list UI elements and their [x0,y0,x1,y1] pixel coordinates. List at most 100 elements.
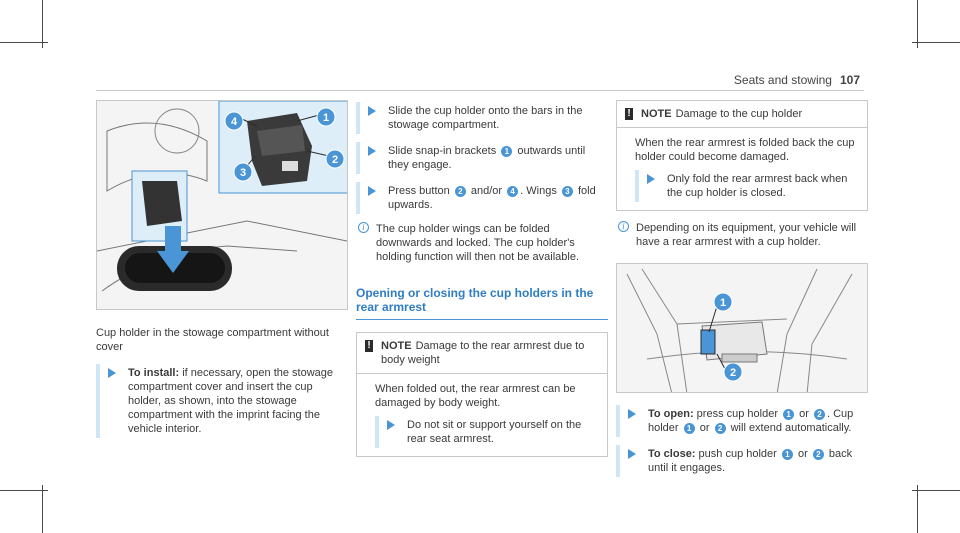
notice-body: When the rear armrest is folded back the… [617,128,867,210]
step-arrow-icon [647,174,655,184]
column-middle: Slide the cup holder onto the bars in th… [356,100,608,457]
section-rule [356,319,608,320]
callout-number: 2 [812,449,824,460]
callout-1: 1 [316,107,336,127]
column-left: 4 1 3 2 Cup holder in the stowage compar… [96,100,348,438]
snap-in-step: Slide snap-in brackets 1 outwards until … [356,142,608,174]
step-arrow-icon [387,420,395,430]
rear-armrest-illustration: 1 2 [616,263,868,393]
notice-text: When folded out, the rear armrest can be… [375,383,576,409]
callout-2: 2 [325,149,345,169]
step-text: and/or [470,185,503,197]
warning-icon: ! [365,340,373,352]
slide-step: Slide the cup holder onto the bars in th… [356,102,608,134]
open-step: To open: press cup holder 1 or 2. Cup ho… [616,405,868,437]
step-text: if necessary, open the stowage compartme… [128,367,334,435]
callout-number: 2 [813,409,825,420]
crop-mark [917,485,918,533]
step-arrow-icon [628,449,636,459]
close-step: To close: push cup holder 1 or 2 back un… [616,445,868,477]
step-text: or [699,422,710,434]
press-button-step: Press button 2 and/or 4. Wings 3 fold up… [356,182,608,214]
crop-mark [0,490,48,491]
callout-number: 2 [454,186,466,197]
crop-mark [42,0,43,48]
rear-seat-drawing: 1 2 [617,264,867,392]
step-text: push cup holder [695,448,777,460]
step-text: will extend automatically. [730,422,852,434]
info-icon: i [358,222,369,233]
callout-number: 3 [561,186,573,197]
callout-3: 3 [233,162,253,182]
notice-step: Do not sit or support yourself on the re… [375,416,597,448]
info-note: i The cup holder wings can be folded dow… [356,222,608,264]
svg-text:2: 2 [730,367,736,379]
step-text: back until it engages. [648,448,853,474]
callout-number: 4 [507,186,519,197]
notice-title: Damage to the cup holder [675,108,803,120]
page-number: 107 [839,73,860,87]
step-text: fold upwards. [388,185,596,211]
step-text: or [799,408,809,420]
callout-number: 1 [501,146,513,157]
crop-mark [0,42,48,43]
step-text: Do not sit or support yourself on the re… [407,419,582,445]
step-label: To install: [128,367,180,379]
notice-label: NOTE [641,108,672,120]
step-label: To open: [648,408,694,420]
crop-mark [917,0,918,48]
callout-number: 2 [714,423,726,434]
callout-number: 1 [781,449,793,460]
step-label: To close: [648,448,696,460]
info-icon: i [618,221,629,232]
stowage-compartment-drawing: 4 1 3 2 [97,101,347,309]
note-text: Depending on its equipment, your vehicle… [636,222,857,248]
notice-body: When folded out, the rear armrest can be… [357,374,607,456]
notice-text: When the rear armrest is folded back the… [635,137,855,163]
svg-text:4: 4 [231,116,238,128]
stowage-cupholder-illustration: 4 1 3 2 [96,100,348,310]
running-header: Seats and stowing 107 [734,73,860,87]
callout-number: 1 [783,409,795,420]
section-heading: Opening or closing the cup holders in th… [356,286,594,314]
step-text: . Cup holder [648,408,854,434]
callout-1: 1 [713,292,733,312]
callout-2: 2 [723,362,743,382]
svg-text:3: 3 [240,167,246,179]
step-arrow-icon [368,146,376,156]
crop-mark [42,485,43,533]
crop-mark [912,42,960,43]
section-name: Seats and stowing [733,73,832,87]
step-text: Press button [388,185,450,197]
step-arrow-icon [108,368,116,378]
step-text: outwards until they engage. [388,145,586,171]
crop-mark [912,490,960,491]
svg-text:1: 1 [720,297,726,309]
figure-caption: Cup holder in the stowage compartment wi… [96,327,329,353]
note-text: The cup holder wings can be folded downw… [376,223,580,263]
step-arrow-icon [368,106,376,116]
step-text: or [797,448,808,460]
info-note: i Depending on its equipment, your vehic… [616,221,868,249]
header-rule [96,90,864,91]
notice-step: Only fold the rear armrest back when the… [635,170,857,202]
notice-title: Damage to the rear armrest due to body w… [381,340,585,366]
warning-icon: ! [625,108,633,120]
callout-number: 1 [683,423,695,434]
svg-text:1: 1 [323,112,329,124]
step-text: Slide the cup holder onto the bars in th… [388,105,583,131]
step-text: Slide snap-in brackets [388,145,497,157]
step-arrow-icon [628,409,636,419]
step-text: press cup holder [693,408,779,420]
step-text: . Wings [520,185,557,197]
callout-4: 4 [224,111,244,131]
notice-label: NOTE [381,340,412,352]
step-arrow-icon [368,186,376,196]
step-text: Only fold the rear armrest back when the… [667,173,848,199]
svg-text:2: 2 [332,154,338,166]
